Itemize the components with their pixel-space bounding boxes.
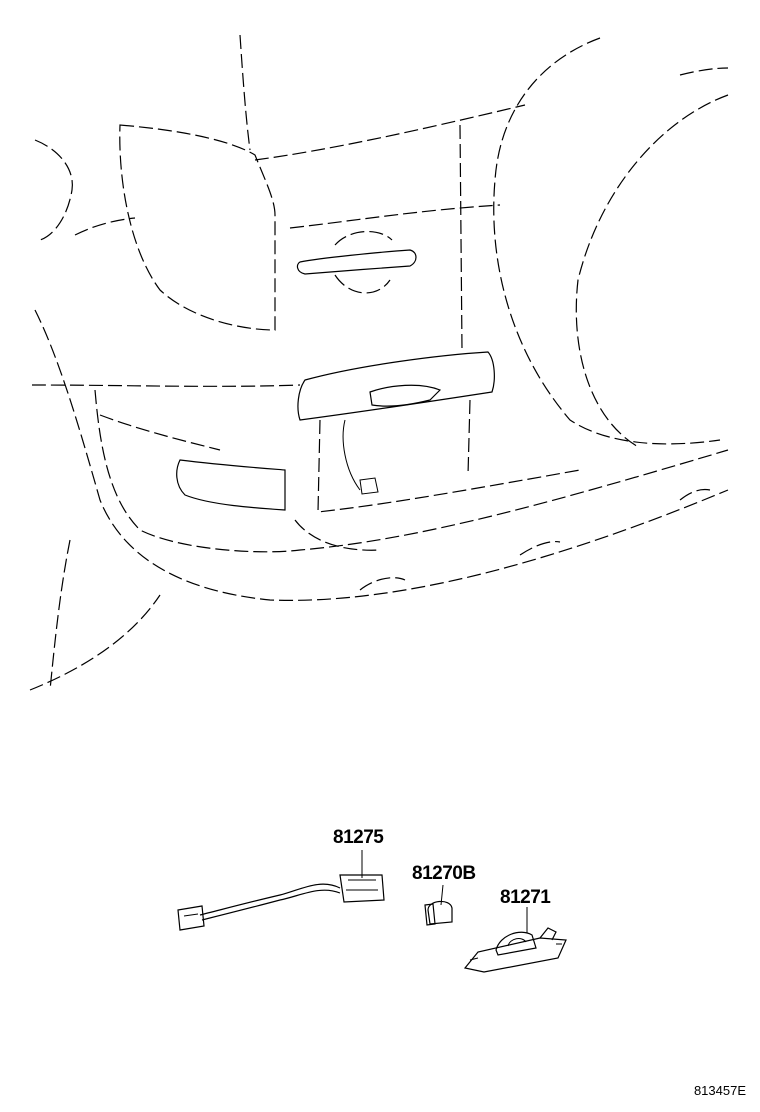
part-number-81271: 81271 <box>500 887 551 908</box>
part-81275-socket-wire[interactable]: 81275 <box>177 827 385 931</box>
vehicle-rear-illustration <box>29 34 729 691</box>
part-81270B-bulb[interactable]: 81270B <box>412 863 476 926</box>
part-number-81275: 81275 <box>333 827 384 848</box>
part-81271-lamp-assy[interactable]: 81271 <box>463 887 567 973</box>
diagram-id: 813457E <box>693 1083 746 1098</box>
part-number-81270B: 81270B <box>412 863 476 884</box>
